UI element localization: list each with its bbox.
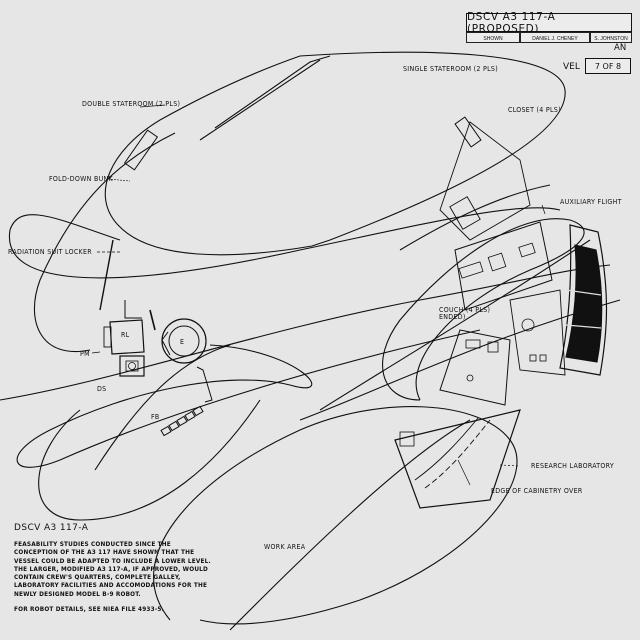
plan-label-fragment: AN [614, 43, 627, 53]
title-block: DSCV A3 117-A (PROPOSED) SHOWN DANIEL J.… [466, 11, 632, 70]
notes-body: FEASABILITY STUDIES CONDUCTED SINCE THE … [14, 540, 211, 598]
label-double-stateroom: DOUBLE STATEROOM (2 PLS) [82, 100, 181, 108]
drawing-title: DSCV A3 117-A (PROPOSED) [466, 11, 632, 35]
pm-block [119, 355, 145, 377]
right-sweep-b [319, 239, 591, 411]
label-fb: FB [151, 413, 160, 421]
notes-reference: FOR ROBOT DETAILS, SEE NIEA FILE 4933-5. [14, 605, 165, 614]
swoosh-tail [8, 207, 561, 279]
leader-pm [91, 351, 101, 354]
label-ds: DS [97, 385, 107, 393]
label-auxiliary-flight: AUXILIARY FLIGHT [560, 198, 622, 206]
label-couch: COUCH (4 PLS) [439, 306, 491, 314]
upper-sweep-line [214, 55, 331, 129]
e-compartment-inner [168, 325, 200, 357]
notes-title: DSCV A3 117-A [14, 523, 89, 533]
ds-sweep [0, 264, 611, 401]
closet-unit [439, 121, 531, 241]
aux-flight-dark-panel [565, 244, 603, 363]
research-lab-wedge [394, 409, 521, 509]
label-e: E [180, 338, 185, 346]
stateroom-swoosh [104, 51, 566, 256]
bunk-right [454, 116, 482, 148]
bunk-left [123, 129, 159, 171]
outer-left-arc [33, 132, 176, 353]
lower-left-loop [38, 399, 261, 521]
notes-block: DSCV A3 117-A FEASABILITY STUDIES CONDUC… [14, 523, 214, 613]
label-closet: CLOSET (4 PLS) [508, 106, 561, 114]
right-panel [509, 289, 566, 376]
fb-steps [160, 405, 204, 437]
label-edge-of-cabinetry: EDGE OF CABINETRY OVER [491, 487, 583, 495]
leader-fold-down-bunk [107, 178, 131, 182]
right-loop [382, 218, 585, 401]
galley-block [454, 221, 553, 311]
label-radiation-suit-locker: RADIATION SUIT LOCKER [8, 248, 92, 256]
sheet-number: 7 OF 8 [585, 58, 631, 74]
leader-aux [541, 204, 546, 215]
level-label-fragment: VEL [563, 62, 580, 72]
leader-double-stateroom [139, 104, 166, 108]
aux-flight-deck [559, 224, 608, 376]
bottom-sweep [229, 419, 471, 631]
mid-loop [16, 329, 481, 468]
label-pm: PM [80, 350, 90, 358]
leader-research [499, 464, 521, 467]
couch-block [439, 329, 511, 406]
scale-field: SHOWN [466, 32, 520, 43]
label-work-area: WORK AREA [264, 543, 306, 551]
label-rl: RL [121, 331, 130, 339]
right-sweep-a [299, 299, 621, 421]
bottom-loop [153, 406, 518, 625]
label-couch-sub: ENDED) [439, 313, 466, 321]
approved-by-field: DANIEL J. CHENEY [520, 32, 590, 43]
label-research-laboratory: RESEARCH LABORATORY [531, 462, 615, 470]
locker-stroke [99, 239, 114, 311]
label-fold-down-bunk: FOLD-DOWN BUNK [49, 175, 113, 183]
label-single-stateroom: SINGLE STATEROOM (2 PLS) [403, 65, 498, 73]
closet-inner [449, 196, 481, 230]
upper-sweep-line-2 [199, 59, 321, 141]
fb-block [196, 366, 213, 403]
drawn-by-field: S. JOHNSTON [590, 32, 632, 43]
fb-sweep [94, 344, 231, 471]
